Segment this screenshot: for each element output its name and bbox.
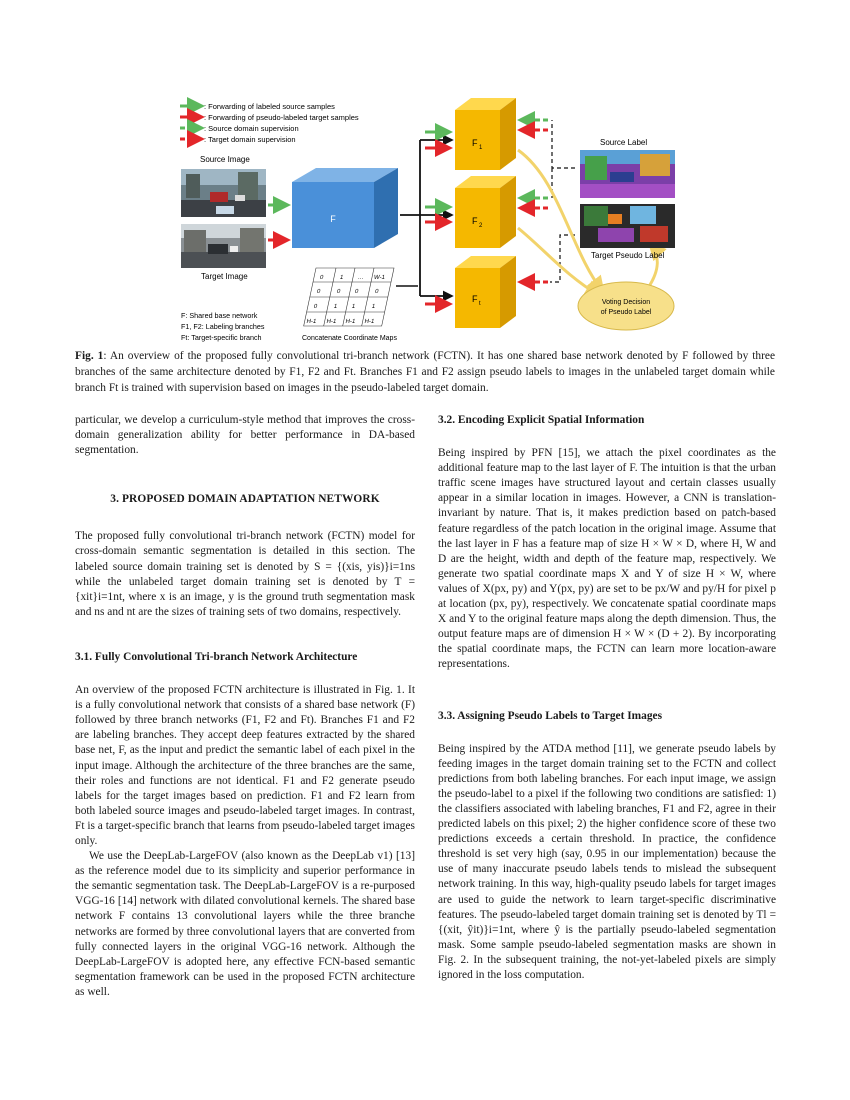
branch-label: F (472, 216, 478, 226)
svg-text:0: 0 (336, 289, 341, 295)
svg-text:1: 1 (371, 304, 376, 310)
branch-sub: 2 (479, 223, 483, 229)
left-column: particular, we develop a curriculum-styl… (75, 413, 415, 1000)
right-column: 3.2. Encoding Explicit Spatial Informati… (438, 413, 776, 983)
svg-text:0: 0 (316, 289, 321, 295)
source-image-label: Source Image (200, 155, 250, 164)
source-image (181, 169, 266, 217)
base-net-label: F (330, 214, 336, 224)
coord-maps-label: Concatenate Coordinate Maps (302, 335, 397, 342)
branch-f1: F 1 (455, 98, 516, 170)
subsection-3-1-paragraph-1: An overview of the proposed FCTN archite… (75, 684, 415, 847)
svg-text:H-1: H-1 (345, 319, 357, 325)
supervision-arrows (517, 111, 575, 291)
target-image-label: Target Image (201, 272, 248, 281)
branch-connector (400, 134, 454, 302)
target-pseudo-label-caption: Target Pseudo Label (591, 251, 665, 260)
branch-input-arrows (425, 123, 453, 313)
key-line: F: Shared base network (181, 311, 258, 320)
voting-decision: Voting Decision of Pseudo Label (577, 281, 675, 331)
legend: : Forwarding of labeled source samples :… (180, 97, 359, 148)
coordinate-maps: 0 1 … W-1 0 0 0 0 0 1 1 1 H-1 H-1 H-1 H-1 (303, 267, 418, 327)
source-label-image (580, 150, 675, 198)
caption-label: Fig. 1 (75, 350, 104, 362)
svg-text:0: 0 (319, 275, 324, 281)
subsection-3-2-title: 3.2. Encoding Explicit Spatial Informati… (438, 414, 645, 426)
svg-text:H-1: H-1 (306, 319, 318, 325)
voting-label-line: Voting Decision (602, 299, 650, 306)
svg-text:0: 0 (374, 289, 379, 295)
legend-item: : Target domain supervision (204, 135, 296, 144)
branch-label: F (472, 294, 478, 304)
legend-item: : Forwarding of pseudo-labeled target sa… (204, 113, 359, 122)
base-network-block: F (292, 168, 398, 248)
svg-text:W-1: W-1 (373, 275, 386, 281)
branch-label: F (472, 138, 478, 148)
svg-text:0: 0 (313, 304, 318, 310)
subsection-3-3-title: 3.3. Assigning Pseudo Labels to Target I… (438, 709, 663, 722)
voting-label-line: of Pseudo Label (601, 309, 652, 316)
section-3-paragraph: The proposed fully convolutional tri-bra… (75, 530, 415, 618)
figure-caption: Fig. 1: An overview of the proposed full… (75, 348, 775, 396)
branch-sub: 1 (479, 145, 483, 151)
branch-ft: F t (455, 256, 516, 328)
intro-paragraph: particular, we develop a curriculum-styl… (75, 414, 415, 457)
source-label-caption: Source Label (600, 138, 647, 147)
svg-text:H-1: H-1 (326, 319, 338, 325)
caption-text: : An overview of the proposed fully conv… (75, 350, 775, 394)
svg-text:1: 1 (333, 304, 338, 310)
subsection-3-3-paragraph: Being inspired by the ATDA method [11], … (438, 742, 776, 981)
svg-text:1: 1 (339, 275, 344, 281)
svg-text:0: 0 (354, 289, 359, 295)
target-image (181, 224, 266, 268)
branch-f2: F 2 (455, 176, 516, 248)
key-line: F1, F2: Labeling branches (181, 322, 265, 331)
section-3-title: 3. PROPOSED DOMAIN ADAPTATION NETWORK (110, 493, 380, 506)
subsection-3-2-paragraph: Being inspired by PFN [15], we attach th… (438, 447, 776, 671)
subsection-3-1-title: 3.1. Fully Convolutional Tri-branch Netw… (75, 650, 358, 663)
svg-text:…: … (357, 275, 364, 281)
legend-item: : Forwarding of labeled source samples (204, 102, 335, 111)
fctn-diagram: : Forwarding of labeled source samples :… (180, 97, 675, 342)
subsection-3-1-paragraph-2: We use the DeepLab-LargeFOV (also known … (75, 850, 415, 998)
svg-text:H-1: H-1 (364, 319, 376, 325)
legend-item: : Source domain supervision (204, 124, 299, 133)
figure-1: : Forwarding of labeled source samples :… (0, 0, 850, 350)
key-line: Ft: Target-specific branch (181, 333, 262, 342)
target-pseudo-label-image (580, 204, 675, 248)
svg-text:1: 1 (351, 304, 356, 310)
branch-sub: t (479, 301, 481, 307)
